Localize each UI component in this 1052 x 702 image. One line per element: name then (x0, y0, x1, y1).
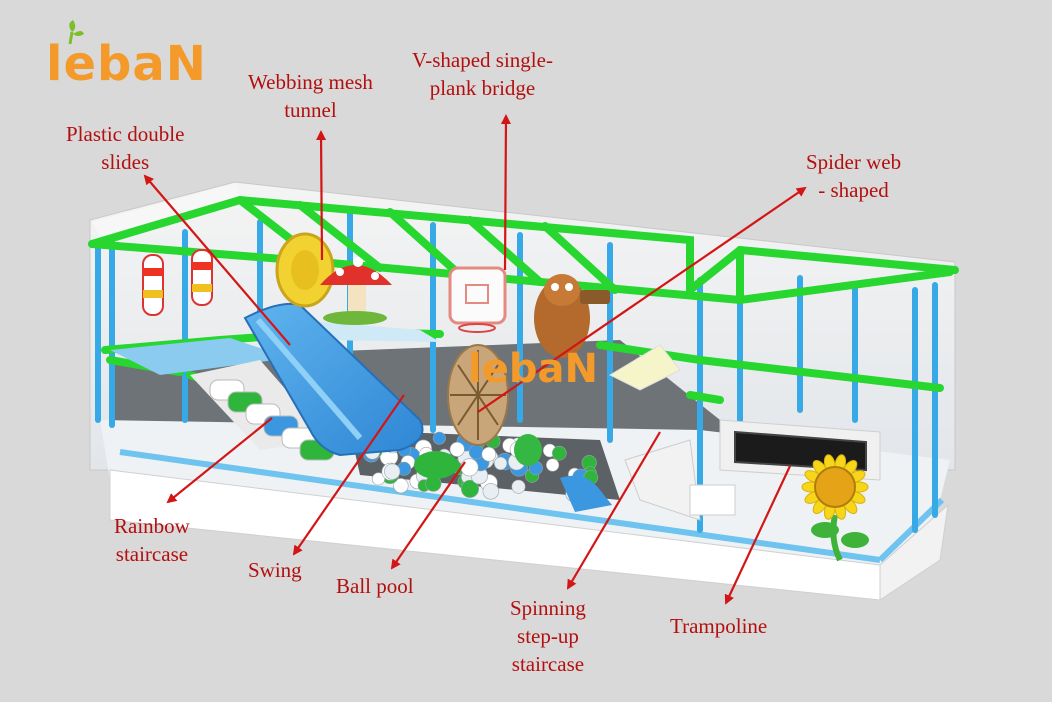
callout-arrows (143, 114, 807, 605)
ball (460, 458, 479, 477)
ball (545, 458, 560, 472)
label-line: Rainbow (114, 514, 190, 538)
brand-logo: lebaN (46, 36, 207, 92)
label-line: Webbing mesh (248, 70, 373, 94)
ball (494, 456, 508, 471)
basketball-hoop-icon (448, 266, 507, 333)
arrow-trampoline (724, 465, 791, 605)
sunflower-icon (801, 454, 869, 562)
mushroom-icon (320, 257, 392, 325)
ball (384, 463, 401, 480)
label-line: Swing (248, 558, 302, 582)
plastic-double-slide (243, 302, 612, 512)
label-line: Ball pool (336, 574, 414, 598)
label-spinning-staircase: Spinning step-up staircase (510, 594, 586, 678)
label-trampoline: Trampoline (670, 612, 767, 640)
arrow-swing (292, 394, 405, 556)
second-floor (110, 320, 440, 375)
label-line: Spinning (510, 596, 586, 620)
label-v-bridge: V-shaped single- plank bridge (412, 46, 553, 102)
ball (432, 431, 446, 445)
label-line: - shaped (818, 178, 889, 202)
label-line: slides (101, 150, 150, 174)
frog-figure (414, 434, 542, 479)
label-line: step-up (517, 624, 579, 648)
label-line: Trampoline (670, 614, 768, 638)
arrow-spinning-staircase (566, 431, 661, 590)
webbing-mesh-tunnel (275, 232, 335, 308)
label-line: V-shaped single- (412, 48, 553, 72)
label-line: staircase (115, 542, 189, 566)
ball (393, 478, 409, 494)
watermark-logo: lebaN (468, 346, 598, 392)
arrow-rainbow-staircase (166, 417, 273, 504)
arrow-v-bridge (500, 114, 511, 271)
label-line: Spider web (806, 150, 902, 174)
ball (449, 441, 465, 457)
label-spider-web: Spider web - shaped (806, 148, 901, 204)
arrow-webbing-mesh-tunnel (316, 130, 327, 261)
ball (371, 472, 385, 486)
label-line: staircase (511, 652, 585, 676)
ball (460, 479, 479, 498)
arrow-spider-web (477, 186, 807, 413)
ball (482, 483, 499, 500)
arrow-ball-pool (390, 461, 466, 570)
label-line: tunnel (284, 98, 337, 122)
beaver-icon (534, 274, 610, 358)
label-plastic-double-slides: Plastic double slides (66, 120, 184, 176)
punching-bags (142, 249, 213, 316)
label-swing: Swing (248, 556, 302, 584)
ball (481, 446, 497, 462)
label-line: plank bridge (429, 76, 536, 100)
ball (511, 479, 526, 494)
ball (551, 445, 567, 461)
label-webbing-mesh-tunnel: Webbing mesh tunnel (248, 68, 373, 124)
arrow-plastic-double-slides (143, 174, 291, 346)
ball (468, 444, 484, 460)
label-ball-pool: Ball pool (336, 572, 414, 600)
label-rainbow-staircase: Rainbow staircase (114, 512, 190, 568)
spider-web (447, 344, 509, 446)
leaf-icon (68, 20, 84, 45)
label-line: Plastic double (66, 122, 185, 146)
